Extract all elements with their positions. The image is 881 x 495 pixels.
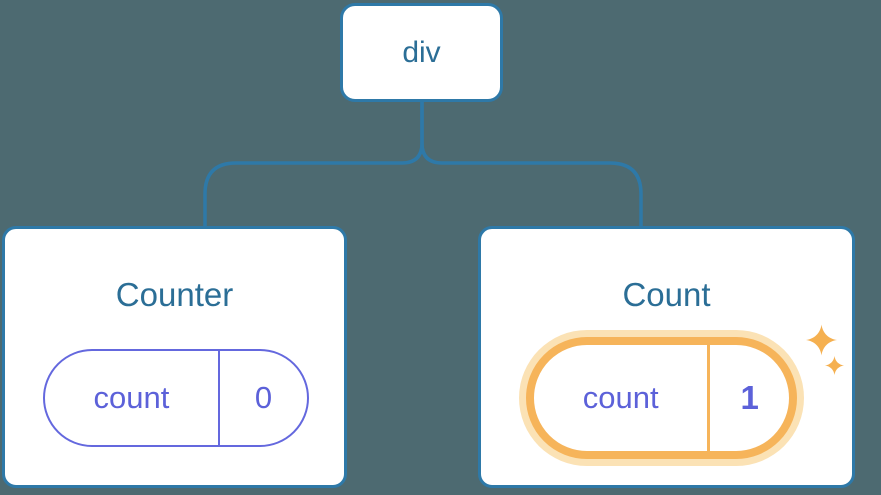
- sparkle-large-icon: [806, 324, 837, 356]
- root-node-div: div: [340, 3, 503, 102]
- component-card-count: Count count 1: [478, 226, 855, 488]
- state-value: 1: [740, 379, 759, 416]
- state-key-label: count: [534, 345, 711, 451]
- card-title: Count: [622, 276, 711, 313]
- sparkle-small-icon: [825, 356, 844, 375]
- state-pill: count 0: [43, 349, 309, 447]
- state-value: 0: [254, 380, 273, 415]
- root-node-label: div: [402, 35, 441, 69]
- component-card-counter: Counter count 0: [2, 226, 347, 488]
- connector-right-branch: [420, 102, 643, 227]
- card-title: Counter: [115, 276, 234, 313]
- state-pill-highlighted: count 1: [526, 337, 797, 459]
- state-key-label: count: [45, 351, 220, 445]
- connector-left-branch: [203, 102, 424, 227]
